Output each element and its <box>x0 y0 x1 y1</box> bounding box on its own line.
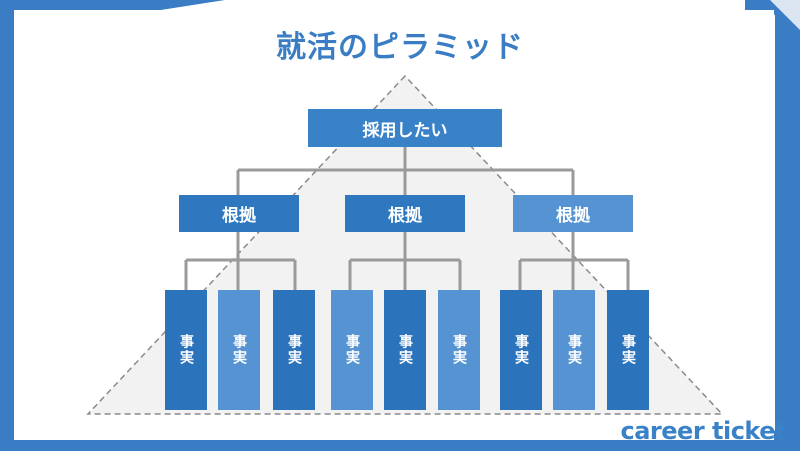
reason-node-label: 根拠 <box>222 206 256 226</box>
fact-node-label: 事実 <box>286 334 302 366</box>
top-node: 採用したい <box>308 109 502 147</box>
connector-lines <box>184 147 630 290</box>
page-title: 就活のピラミッド <box>276 30 524 65</box>
fact-node: 事実 <box>165 290 207 410</box>
fact-node-label: 事実 <box>513 334 529 366</box>
fact-node-label: 事実 <box>231 334 247 366</box>
fact-node: 事実 <box>500 290 542 410</box>
fact-node: 事実 <box>331 290 373 410</box>
brand-logo: career ticket <box>620 417 787 445</box>
fact-node-label: 事実 <box>344 334 360 366</box>
fact-node: 事実 <box>218 290 260 410</box>
fact-node: 事実 <box>273 290 315 410</box>
fact-node: 事実 <box>384 290 426 410</box>
reason-node-label: 根拠 <box>388 206 422 226</box>
top-node-label: 採用したい <box>362 120 448 141</box>
fact-node: 事実 <box>607 290 649 410</box>
fact-node-label: 事実 <box>451 334 467 366</box>
fact-node-label: 事実 <box>178 334 194 366</box>
reason-node: 根拠 <box>513 195 633 232</box>
reason-node-label: 根拠 <box>556 206 590 226</box>
fact-node: 事実 <box>438 290 480 410</box>
fact-node-label: 事実 <box>566 334 582 366</box>
reason-node: 根拠 <box>179 195 299 232</box>
reason-node: 根拠 <box>345 195 465 232</box>
fact-node: 事実 <box>553 290 595 410</box>
fact-node-label: 事実 <box>397 334 413 366</box>
fact-node-label: 事実 <box>620 334 636 366</box>
